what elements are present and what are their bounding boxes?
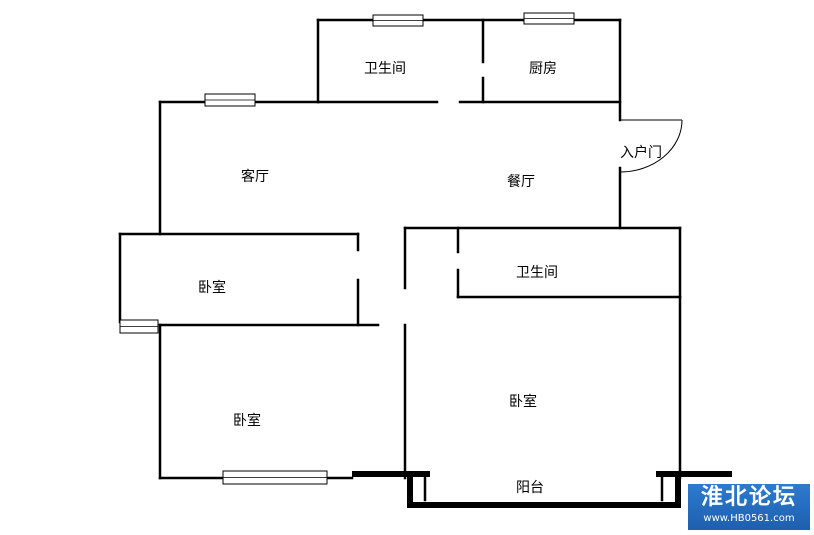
label-dining-room: 餐厅 <box>507 173 535 189</box>
window-kitchen <box>523 12 575 25</box>
label-bedroom-left-middle: 卧室 <box>198 279 226 295</box>
label-living-room: 客厅 <box>241 168 269 184</box>
entrance-door-swing <box>619 119 683 173</box>
balcony-walls <box>352 471 732 508</box>
room-labels: 卫生间 厨房 客厅 餐厅 入户门 卧室 卫生间 卧室 卧室 阳台 <box>198 60 662 495</box>
windows <box>119 12 575 485</box>
window-bottom-bedroom <box>222 470 328 485</box>
watermark-url: www.HB0561.com <box>703 513 795 524</box>
watermark-title: 淮北论坛 <box>700 485 797 510</box>
window-bathroom-top <box>372 14 424 27</box>
label-entrance-door: 入户门 <box>620 144 662 160</box>
walls <box>118 18 682 480</box>
label-bedroom-left-bottom: 卧室 <box>233 412 261 428</box>
watermark-logo: 淮北论坛 www.HB0561.com <box>688 484 810 530</box>
label-balcony: 阳台 <box>516 479 544 495</box>
label-bathroom-top: 卫生间 <box>364 60 406 76</box>
label-bedroom-right: 卧室 <box>509 393 537 409</box>
window-left-bedroom-side <box>119 319 159 334</box>
label-kitchen: 厨房 <box>529 60 557 76</box>
window-living-room <box>204 93 256 107</box>
label-bathroom-right: 卫生间 <box>516 264 558 280</box>
